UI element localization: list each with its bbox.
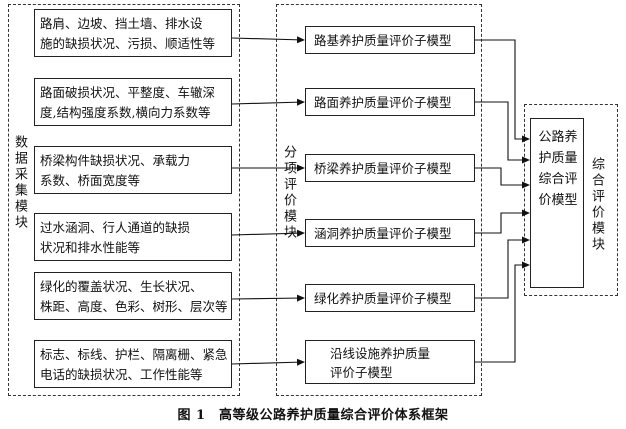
indicator-box-facilities: 标志、标线、护栏、隔离栅、紧急 电话的缺损状况、工作性能等 <box>34 340 232 388</box>
submodel-label: 涵洞养护质量评价子模型 <box>314 226 452 241</box>
indicator-box-greening: 绿化的覆盖状况、生长状况、 株距、高度、色彩、树形、层次等 <box>34 272 232 320</box>
arrow-facilities-output <box>475 261 530 363</box>
indicator-box-bridge: 桥梁构件缺损状况、承载力 系数、桥面宽度等 <box>34 146 232 194</box>
submodel-box-pavement: 路面养护质量评价子模型 <box>305 88 475 116</box>
arrow-culvert-input <box>231 229 305 237</box>
indicator-line: 路面破损状况、平整度、车辙深 <box>40 85 216 100</box>
submodel-label: 桥梁养护质量评价子模型 <box>314 161 452 176</box>
data-collection-label: 数据采集模块 <box>12 135 27 231</box>
indicator-line: 过水涵洞、行人通道的缺损 <box>40 220 191 235</box>
indicator-line: 株距、高度、色彩、树形、层次等 <box>40 299 228 314</box>
overall-evaluation-label: 综合评价模块 <box>589 157 604 253</box>
arrow-culvert-output <box>475 209 530 234</box>
indicator-line: 施的缺损状况、污损、顺适性等 <box>40 36 216 51</box>
sub-evaluation-group <box>276 4 482 396</box>
arrow-greening-input <box>231 294 305 302</box>
submodel-box-greening: 绿化养护质量评价子模型 <box>305 284 475 312</box>
indicator-box-culvert: 过水涵洞、行人通道的缺损 状况和排水性能等 <box>34 213 232 261</box>
indicator-line: 绿化的覆盖状况、生长状况、 <box>40 279 203 294</box>
arrow-roadbed-input <box>231 36 305 44</box>
arrow-pavement-input <box>231 98 305 106</box>
overall-model-label: 公路养护质量综合评价模型 <box>538 130 578 208</box>
arrow-pavement-output <box>475 101 530 164</box>
indicator-line: 电话的缺损状况、工作性能等 <box>40 367 203 382</box>
submodel-label: 绿化养护质量评价子模型 <box>314 291 452 306</box>
sub-evaluation-label: 分项评价模块 <box>281 145 296 241</box>
indicator-line: 状况和排水性能等 <box>40 240 141 255</box>
overall-model-box: 公路养护质量综合评价模型 <box>530 118 584 288</box>
indicator-line: 标志、标线、护栏、隔离栅、紧急 <box>40 347 228 362</box>
arrow-greening-output <box>475 236 530 299</box>
submodel-label: 评价子模型 <box>330 365 393 380</box>
submodel-label: 沿线设施养护质量 <box>330 346 431 361</box>
overall-evaluation-group <box>524 104 618 296</box>
submodel-box-roadbed: 路基养护质量评价子模型 <box>305 26 475 54</box>
indicator-box-roadbed: 路肩、边坡、挡土墙、排水设 施的缺损状况、污损、顺适性等 <box>34 9 232 57</box>
submodel-label: 路面养护质量评价子模型 <box>314 95 452 110</box>
indicator-line: 路肩、边坡、挡土墙、排水设 <box>40 16 203 31</box>
submodel-box-culvert: 涵洞养护质量评价子模型 <box>305 219 475 247</box>
arrow-roadbed-output <box>475 39 530 143</box>
figure-caption: 图 1 高等级公路养护质量综合评价体系框架 <box>177 408 449 423</box>
indicator-line: 桥梁构件缺损状况、承载力 <box>40 153 191 168</box>
submodel-label: 路基养护质量评价子模型 <box>314 33 452 48</box>
arrow-bridge-output <box>475 167 530 189</box>
arrow-facilities-input <box>231 358 305 366</box>
submodel-box-bridge: 桥梁养护质量评价子模型 <box>305 154 475 182</box>
indicator-line: 系数、桥面宽度等 <box>40 173 141 188</box>
indicator-line: 度,结构强度系数,横向力系数等 <box>40 105 211 120</box>
data-collection-group <box>8 4 240 396</box>
indicator-box-pavement: 路面破损状况、平整度、车辙深 度,结构强度系数,横向力系数等 <box>34 78 232 126</box>
submodel-box-facilities: 沿线设施养护质量 评价子模型 <box>305 340 475 384</box>
